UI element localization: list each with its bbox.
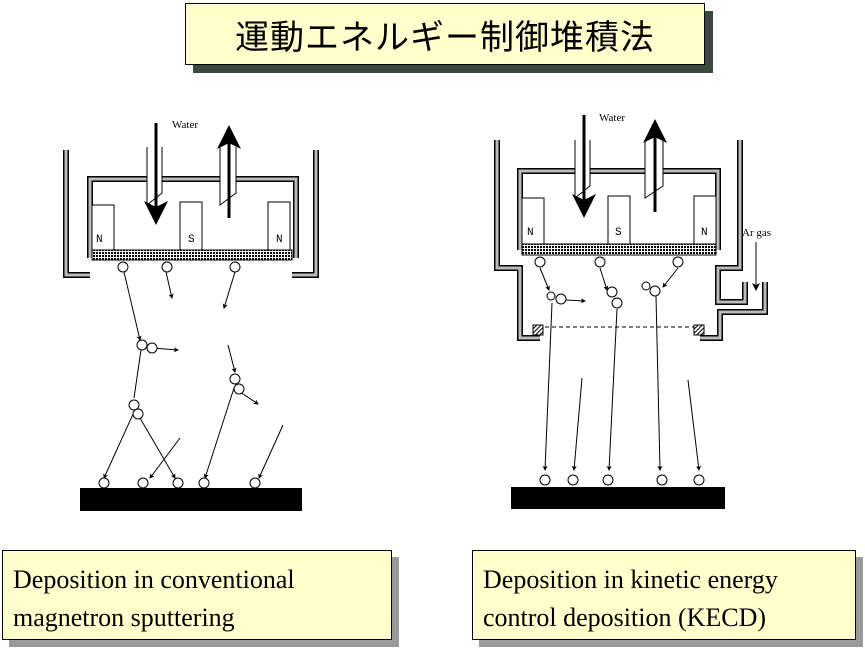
kecd-diagram: Water Ar gas N S N (494, 112, 771, 509)
caption-kecd: Deposition in kinetic energy control dep… (472, 550, 856, 640)
water-label: Water (172, 119, 198, 131)
substrate (80, 488, 302, 511)
chamber-walls (494, 140, 768, 341)
chamber-walls (63, 150, 319, 278)
sputter-target (91, 249, 293, 261)
grid-electrode-left (532, 324, 544, 336)
caption-line: control deposition (KECD) (483, 603, 767, 632)
grid-electrode-right (693, 324, 705, 336)
magnet-label: S (615, 227, 622, 239)
sputter-target (521, 243, 717, 256)
caption-line: Deposition in kinetic energy (483, 565, 778, 594)
caption-line: Deposition in conventional (13, 565, 295, 594)
particle-trajectories (539, 267, 701, 471)
substrate (511, 487, 725, 509)
magnet-label: N (701, 227, 708, 239)
particles (98, 261, 261, 489)
magnet-label: N (527, 227, 534, 239)
conventional-sputtering-diagram: Water N S N (63, 119, 319, 511)
water-label: Water (599, 112, 625, 124)
page-title: 運動エネルギー制御堆積法 (185, 3, 705, 65)
particle-trajectories (103, 271, 284, 479)
caption-line: magnetron sputtering (13, 603, 235, 632)
magnet-label: N (276, 234, 283, 246)
particles (534, 256, 705, 486)
magnet-label: N (96, 234, 103, 246)
caption-conventional: Deposition in conventional magnetron spu… (2, 550, 392, 640)
ar-gas-label: Ar gas (742, 227, 771, 239)
magnet-label: S (188, 234, 195, 246)
